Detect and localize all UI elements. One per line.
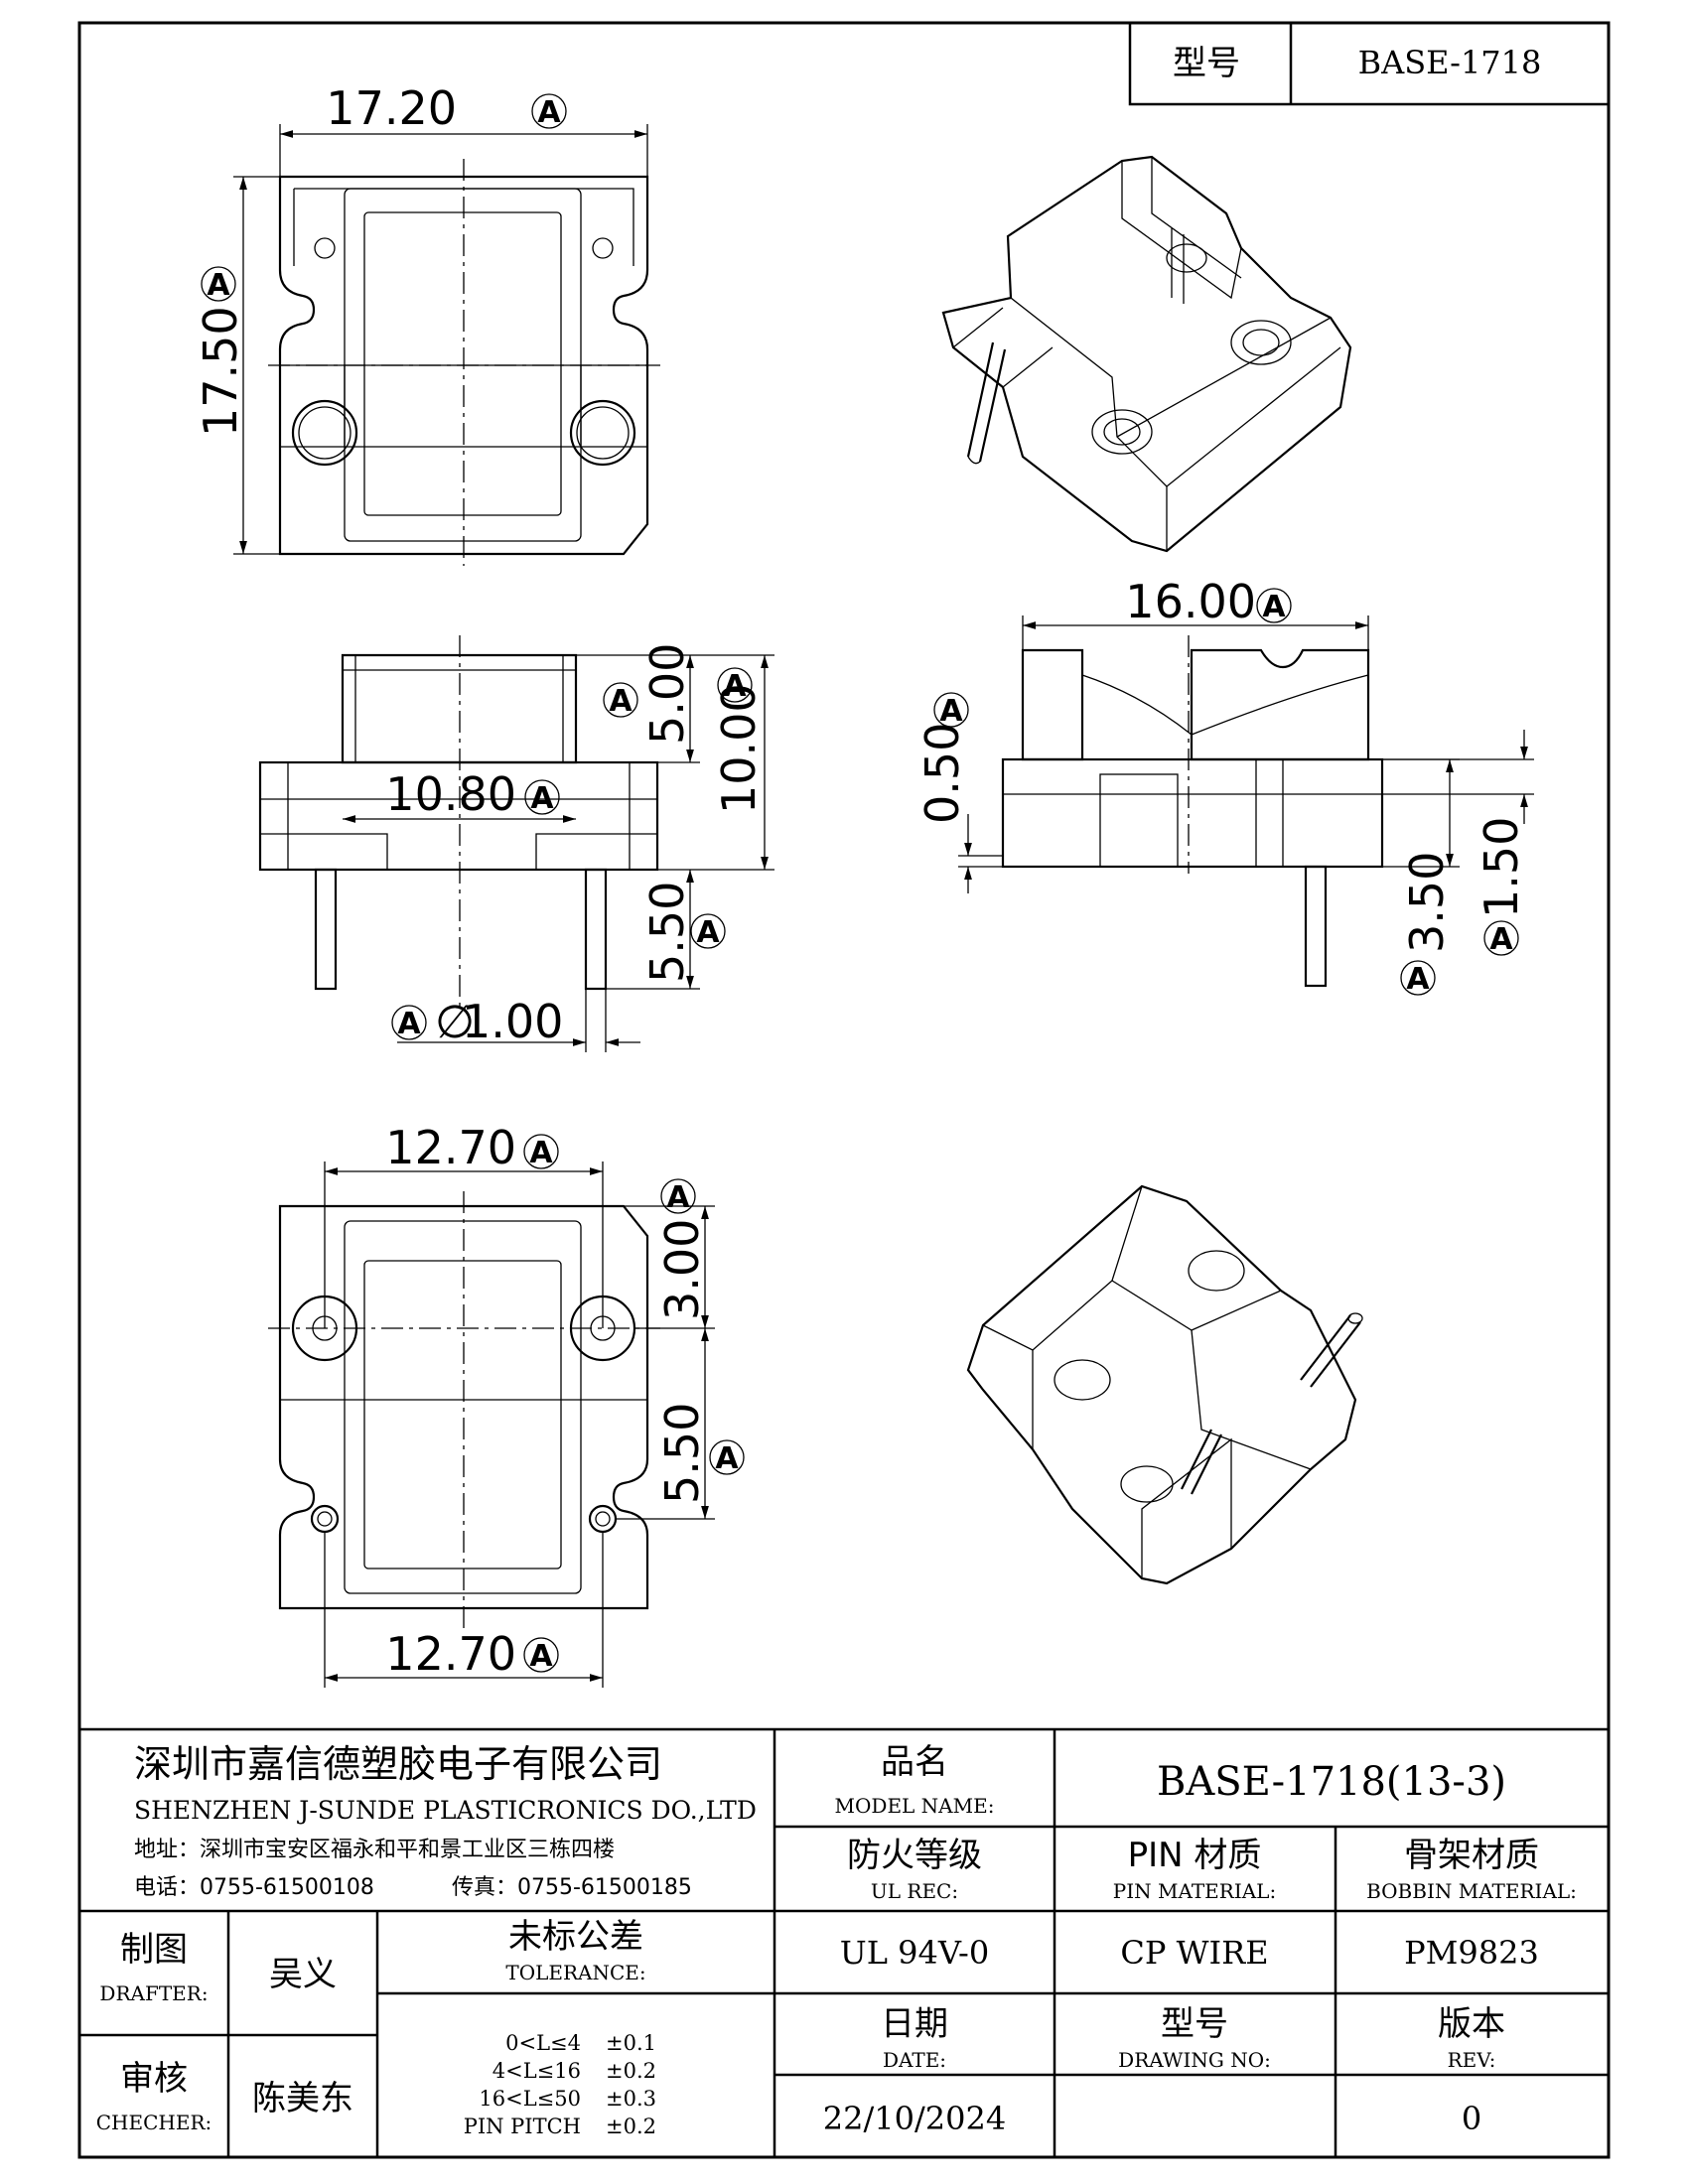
dim-pin-dia-symbol: ∅	[435, 995, 475, 1048]
bobbin-material-cn: 骨架材质	[1404, 1836, 1539, 1875]
tolerance-cn: 未标公差	[508, 1917, 643, 1957]
datum-a-label: A	[715, 1441, 739, 1476]
dim-side-small: 0.50	[915, 723, 969, 824]
company-phone: 电话：0755-61500108	[134, 1875, 374, 1900]
checker-cn: 审核	[120, 2059, 188, 2099]
top-model-value: BASE-1718	[1358, 44, 1542, 81]
datum-a-label: A	[1406, 962, 1430, 997]
drafter-en: DRAFTER:	[99, 1981, 208, 2005]
company-name-cn: 深圳市嘉信德塑胶电子有限公司	[134, 1742, 662, 1786]
checker-en: CHECHER:	[96, 2111, 211, 2134]
tolerance-en: TOLERANCE:	[505, 1961, 645, 1984]
dim-top-height: 17.50	[194, 306, 247, 437]
side-view: 16.00 A 0.50 A 3.50 A 1.50 A	[915, 575, 1534, 997]
dim-side-35: 3.50	[1400, 852, 1454, 953]
drawing-no-cn: 型号	[1161, 2004, 1228, 2044]
company-name-en: SHENZHEN J-SUNDE PLASTICRONICS DO.,LTD	[134, 1796, 757, 1825]
ul-rec-en: UL REC:	[871, 1879, 958, 1903]
top-model-label: 型号	[1173, 44, 1240, 83]
datum-a-label: A	[666, 1180, 690, 1215]
date-en: DATE:	[883, 2048, 946, 2072]
dim-front-total: 10.00	[712, 683, 766, 814]
front-view: 10.80 A 5.00 A 10.00 A 5.50 A A ∅ 1.00	[258, 635, 774, 1052]
dim-pin-dia: 1.00	[462, 995, 563, 1048]
dim-front-upper: 5.00	[640, 643, 694, 745]
model-name-cn: 品名	[881, 1742, 948, 1782]
ul-value: UL 94V-0	[840, 1934, 989, 1972]
ul-rec-cn: 防火等级	[847, 1836, 982, 1875]
bottom-view: 12.70 A 3.00 A 5.50 A 12.70 A	[268, 1121, 745, 1688]
dim-bottom-top-width: 12.70	[385, 1121, 516, 1174]
tolerance-value-2: ±0.2	[606, 2059, 656, 2083]
sheet-border	[77, 21, 1611, 2159]
datum-a-label: A	[696, 915, 720, 950]
company-address: 地址：深圳市宝安区福永和平和景工业区三栋四楼	[134, 1838, 615, 1862]
datum-a-label: A	[529, 1639, 553, 1674]
datum-a-label: A	[529, 1136, 553, 1170]
dim-bottom-30: 3.00	[655, 1219, 709, 1320]
model-name-en: MODEL NAME:	[835, 1794, 995, 1818]
dim-front-pin: 5.50	[640, 882, 694, 983]
pin-material-cn: PIN 材质	[1128, 1836, 1262, 1875]
drafter-name: 吴义	[269, 1955, 337, 1994]
tolerance-range-4: PIN PITCH	[464, 2115, 581, 2138]
tolerance-value-1: ±0.1	[606, 2031, 656, 2055]
rev-value: 0	[1462, 2100, 1481, 2137]
datum-a-label: A	[609, 684, 633, 719]
datum-a-label: A	[1262, 590, 1286, 624]
bobbin-material-en: BOBBIN MATERIAL:	[1366, 1879, 1577, 1903]
dim-bottom-55: 5.50	[655, 1403, 709, 1504]
rev-cn: 版本	[1438, 2004, 1505, 2044]
datum-a-label: A	[397, 1007, 421, 1041]
isometric-view-bottom	[966, 1184, 1363, 1585]
tolerance-range-3: 16<L≤50	[479, 2087, 581, 2111]
datum-a-label: A	[207, 268, 230, 303]
dim-front-inner: 10.80	[385, 767, 516, 821]
model-name-value: BASE-1718(13-3)	[1157, 1759, 1506, 1805]
bobbin-value: PM9823	[1404, 1934, 1539, 1972]
tolerance-range-2: 4<L≤16	[492, 2059, 581, 2083]
datum-a-label: A	[723, 669, 747, 704]
rev-en: REV:	[1448, 2048, 1496, 2072]
datum-a-label: A	[1489, 922, 1513, 957]
title-block: 深圳市嘉信德塑胶电子有限公司 SHENZHEN J-SUNDE PLASTICR…	[79, 1727, 1609, 2157]
drawing-no-en: DRAWING NO:	[1118, 2048, 1271, 2072]
drafter-cn: 制图	[120, 1930, 188, 1970]
dim-side-width: 16.00	[1125, 575, 1256, 628]
dim-top-width: 17.20	[326, 81, 457, 135]
top-model-box: 型号 BASE-1718	[1128, 21, 1611, 106]
dim-bottom-bottom-width: 12.70	[385, 1627, 516, 1681]
datum-a-label: A	[537, 95, 561, 130]
checker-name: 陈美东	[252, 2079, 353, 2118]
datum-a-label: A	[530, 781, 554, 816]
pin-value: CP WIRE	[1120, 1934, 1268, 1972]
tolerance-value-4: ±0.2	[606, 2115, 656, 2138]
datum-a-label: A	[939, 694, 963, 729]
top-view: 17.20 A 17.50 A	[194, 81, 660, 566]
pin-material-en: PIN MATERIAL:	[1113, 1879, 1276, 1903]
tolerance-range-1: 0<L≤4	[505, 2031, 581, 2055]
tolerance-value-3: ±0.3	[606, 2087, 656, 2111]
dim-side-15: 1.50	[1475, 817, 1528, 918]
company-fax: 传真：0755-61500185	[452, 1875, 692, 1900]
date-value: 22/10/2024	[823, 2100, 1006, 2137]
isometric-view-top	[941, 155, 1352, 553]
date-cn: 日期	[881, 2004, 948, 2044]
